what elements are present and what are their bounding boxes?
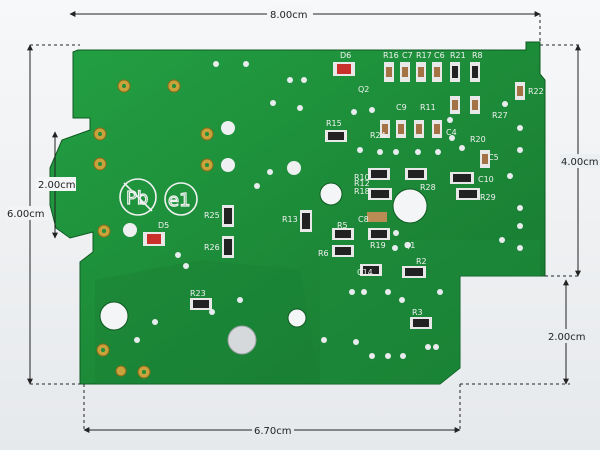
vias [134,61,523,359]
copper-pour [320,240,540,384]
label-r10: R10 [354,173,370,182]
label-r3: R3 [412,308,423,317]
label-c10: C10 [478,175,494,184]
label-r28: R28 [420,183,436,192]
label-c4: C4 [446,128,457,137]
label-r13: R13 [282,215,298,224]
label-d6: D6 [340,51,351,60]
dim-notch-label: 2.00cm [38,180,76,191]
label-r26: R26 [204,243,220,252]
label-r27: R27 [492,111,508,120]
e1-label: e1 [168,190,191,211]
label-r21: R21 [450,51,466,60]
pb-label: Pb [126,188,148,209]
label-r11: R11 [420,103,436,112]
label-r8: R8 [472,51,483,60]
smd-components [143,62,525,329]
mounting-hole [287,308,307,328]
label-d5: D5 [158,221,169,230]
label-c7: C7 [402,51,413,60]
label-r20: R20 [470,135,486,144]
dim-bottom-label: 6.70cm [254,426,292,437]
label-r15: R15 [326,119,342,128]
label-c5: C5 [488,153,499,162]
dim-top-label: 8.00cm [270,10,308,21]
label-r12: R12 [354,179,370,188]
mounting-hole [319,182,343,206]
label-r16: R16 [383,51,399,60]
label-r25: R25 [204,211,220,220]
gold-pads [93,79,214,379]
copper-pour [95,260,320,384]
hole [221,121,235,135]
hole [287,161,301,175]
label-r6: R6 [318,249,329,258]
label-c9: C9 [396,103,407,112]
label-r5: R5 [337,221,348,230]
label-q1: Q1 [404,241,415,250]
hole [123,223,137,237]
dim-left-label: 6.00cm [7,209,45,220]
metal-standoff [227,325,257,355]
label-r24: R24 [370,131,386,140]
label-r29: R29 [480,193,496,202]
mounting-hole [99,301,129,331]
label-r17: R17 [416,51,432,60]
label-c8: C8 [358,215,369,224]
dim-right-lower-label: 2.00cm [548,332,586,343]
pb-free-symbol: Pb [119,178,157,216]
label-r23: R23 [190,289,206,298]
label-r2: R2 [416,257,427,266]
mounting-hole [392,188,428,224]
dimension-labels: 8.00cm 6.00cm 2.00cm 4.00cm 2.00cm 6.70c… [6,7,600,437]
dim-right-upper-label: 4.00cm [561,157,599,168]
e1-symbol: e1 [164,182,198,216]
label-c14: C14 [357,268,373,277]
label-r19: R19 [370,241,386,250]
label-r22: R22 [528,87,544,96]
label-c6: C6 [434,51,445,60]
label-q2: Q2 [358,85,369,94]
label-r18: R18 [354,187,370,196]
capacitor [367,212,387,222]
silkscreen-labels: D6 D5 Q2 Q1 R16 C7 R17 C6 R21 R8 R22 R27… [158,51,544,317]
hole [221,158,235,172]
